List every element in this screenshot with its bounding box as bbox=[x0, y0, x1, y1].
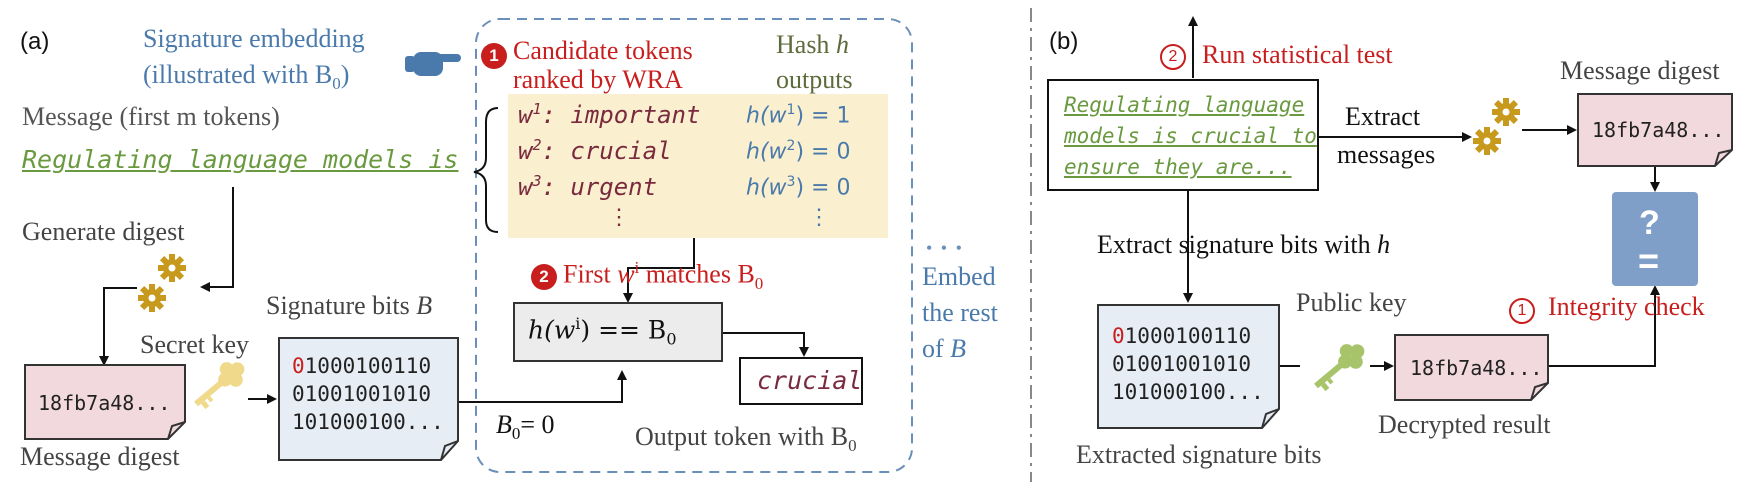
embed-rest-line3: of B bbox=[922, 334, 967, 363]
continuation-dots: • • • bbox=[926, 238, 964, 258]
digest-note-a bbox=[24, 364, 186, 440]
integrity-check-label: Integrity check bbox=[1548, 292, 1705, 321]
public-key-label: Public key bbox=[1296, 288, 1407, 317]
secret-key-icon bbox=[194, 362, 245, 410]
hash-value-1: h(w1) = 1 bbox=[746, 102, 851, 129]
decrypted-value: 18fb7a48... bbox=[1410, 356, 1543, 380]
bits-note-b bbox=[1097, 304, 1280, 429]
candidate-row-3: w3: urgent bbox=[518, 172, 658, 201]
decrypted-result-label: Decrypted result bbox=[1378, 410, 1551, 439]
match-expression: h(wi) == B0 bbox=[528, 314, 677, 349]
sig-embed-title-line2: (illustrated with B0) bbox=[143, 60, 350, 94]
sig-embed-title-line1: Signature embedding bbox=[143, 24, 365, 53]
digest-value-b: 18fb7a48... bbox=[1592, 118, 1725, 142]
panel-a-label: (a) bbox=[20, 28, 50, 55]
generate-digest-label: Generate digest bbox=[22, 217, 185, 246]
hash-vdots: ⋮ bbox=[808, 204, 830, 229]
embed-rest-line1: Embed bbox=[922, 262, 996, 291]
message-label: Message (first m tokens) bbox=[22, 102, 280, 131]
run-test-label: Run statistical test bbox=[1202, 40, 1393, 69]
extract-messages-line1: Extract bbox=[1345, 102, 1421, 131]
text-line-2: models is crucial to bbox=[1064, 124, 1317, 148]
extract-messages-line2: messages bbox=[1337, 140, 1436, 169]
text-line-3: ensure they are... bbox=[1064, 155, 1292, 179]
hash-title-line1: Hash h bbox=[776, 30, 849, 59]
match-box bbox=[513, 302, 723, 362]
extract-sig-label: Extract signature bits with h bbox=[1097, 230, 1391, 259]
output-token-box bbox=[739, 357, 863, 405]
step2-badge-a: 2 bbox=[531, 264, 557, 290]
embedding-dashed-frame bbox=[475, 18, 913, 473]
public-key-icon bbox=[1314, 344, 1365, 392]
bits-note-a bbox=[278, 337, 459, 461]
b0-equals: B0= 0 bbox=[496, 410, 555, 444]
sig-bits-value-a: 01000100110 01001001010 101000100... bbox=[292, 354, 444, 434]
candidate-row-1: w1: important bbox=[518, 100, 701, 129]
hash-value-3: h(w3) = 0 bbox=[746, 174, 851, 201]
hash-title-line2: outputs bbox=[776, 65, 853, 94]
question-icon: ? bbox=[1639, 204, 1660, 242]
text-box-b bbox=[1047, 79, 1319, 191]
digest-note-b bbox=[1577, 93, 1733, 167]
integrity-check-box bbox=[1612, 192, 1698, 286]
hash-value-2: h(w2) = 0 bbox=[746, 138, 851, 165]
extracted-sig-label: Extracted signature bits bbox=[1076, 440, 1322, 469]
embed-rest-line2: the rest bbox=[922, 298, 998, 327]
message-digest-label-a: Message digest bbox=[20, 442, 180, 471]
step1-badge-b: 1 bbox=[1509, 298, 1535, 324]
gear-icon-b bbox=[1473, 98, 1520, 155]
pointing-hand-icon bbox=[405, 52, 461, 76]
step1-badge-a: 1 bbox=[481, 43, 507, 69]
sig-bits-label: Signature bits B bbox=[266, 291, 433, 320]
decrypted-note bbox=[1394, 334, 1549, 401]
candidate-vdots: ⋮ bbox=[608, 204, 630, 229]
digest-value-a: 18fb7a48... bbox=[38, 391, 171, 415]
candidate-table-bg bbox=[508, 94, 888, 238]
candidate-title-line2: ranked by WRA bbox=[513, 65, 683, 94]
candidate-row-2: w2: crucial bbox=[518, 136, 672, 165]
message-digest-label-b: Message digest bbox=[1560, 56, 1720, 85]
candidate-brace bbox=[473, 107, 499, 233]
candidate-title-line1: Candidate tokens bbox=[513, 36, 693, 65]
panel-b-label: (b) bbox=[1049, 28, 1079, 55]
step2-badge-b: 2 bbox=[1160, 44, 1186, 70]
gear-icon-a bbox=[138, 254, 186, 312]
secret-key-label: Secret key bbox=[140, 330, 250, 359]
sig-bits-value-b: 01000100110 01001001010 101000100... bbox=[1112, 324, 1264, 404]
text-line-1: Regulating language bbox=[1064, 93, 1305, 117]
output-token-label: Output token with B0 bbox=[635, 422, 857, 456]
equals-icon: = bbox=[1638, 240, 1660, 281]
output-token: crucial bbox=[757, 366, 863, 395]
first-match-label: First wi matches B0 bbox=[563, 258, 764, 293]
message-text: Regulating language models is bbox=[22, 145, 459, 174]
